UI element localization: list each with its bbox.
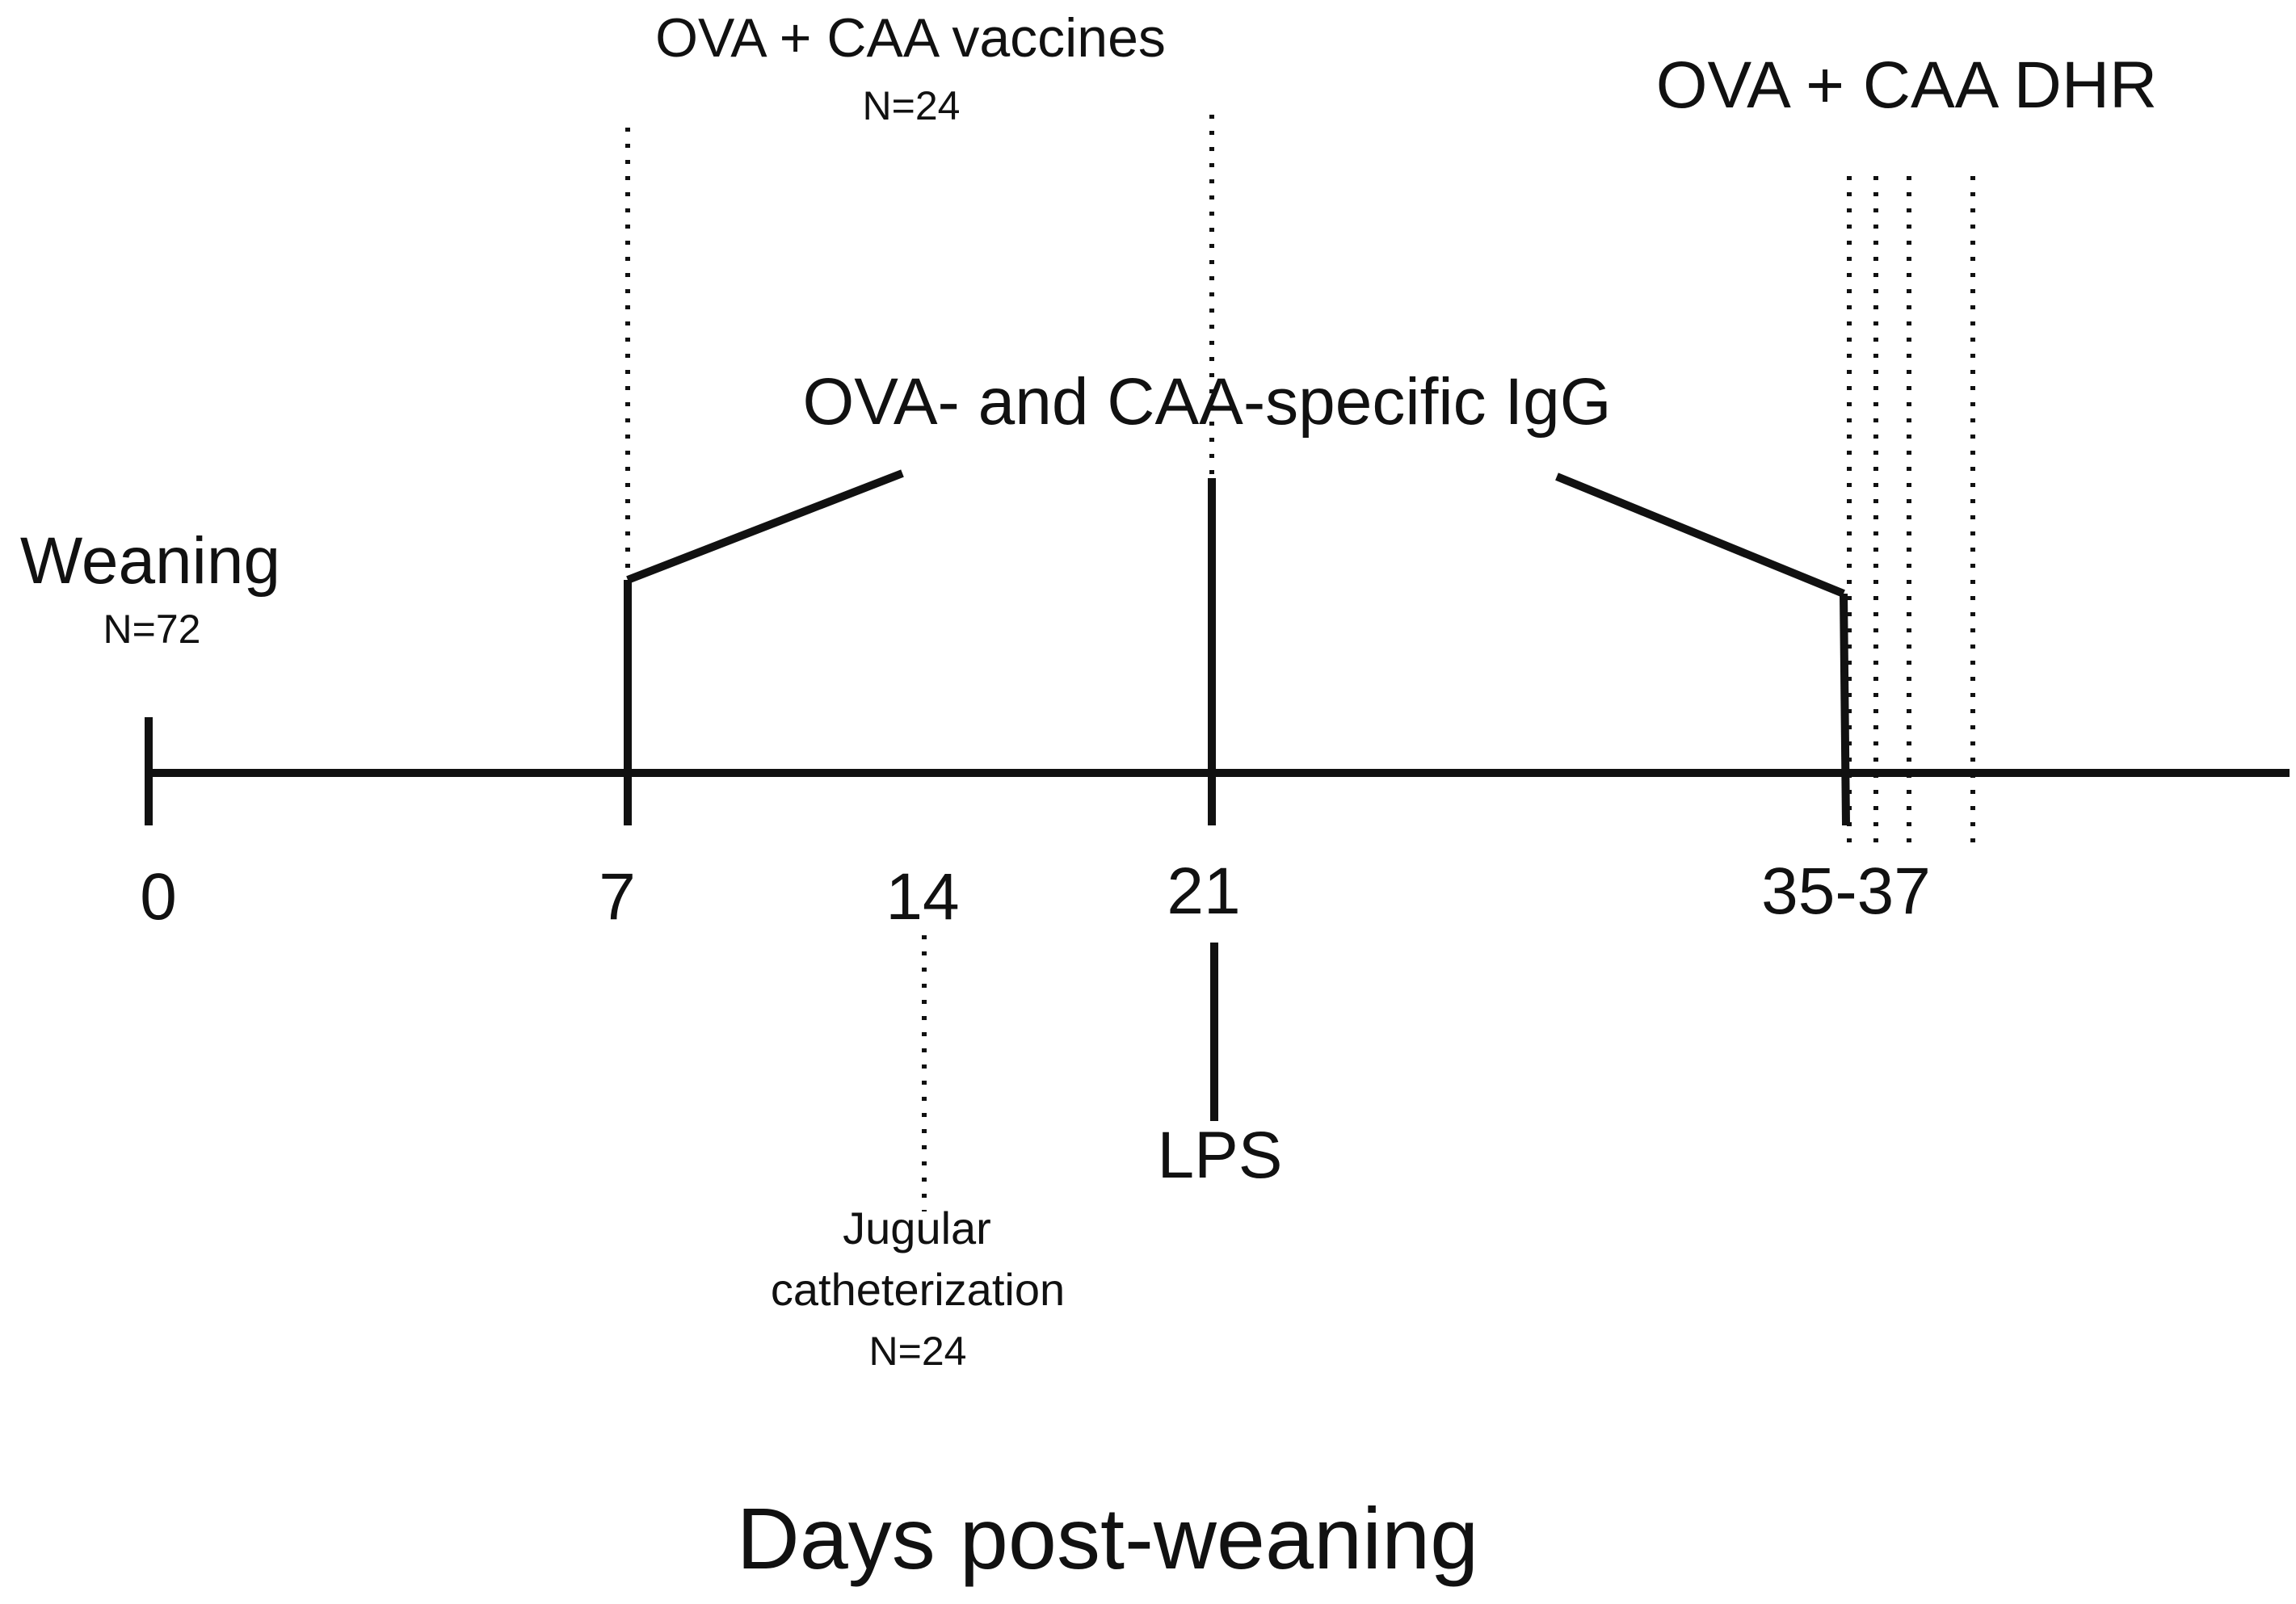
axis-title: Days post-weaning	[737, 1489, 1478, 1587]
tick-label-21: 21	[1167, 854, 1240, 928]
vaccines-n-label: N=24	[863, 83, 961, 128]
tick-label-35-37: 35-37	[1761, 854, 1931, 928]
igg-rise-line	[626, 469, 904, 584]
weaning-label: Weaning	[20, 524, 280, 598]
lps-label: LPS	[1158, 1119, 1283, 1192]
igg-label: OVA- and CAA-specific IgG	[802, 365, 1611, 439]
weaning-n-label: N=72	[103, 607, 201, 652]
catheterization-label-line1: Jugular	[843, 1203, 991, 1253]
igg-fall-line	[1555, 472, 1845, 598]
tick-label-0: 0	[140, 860, 177, 934]
vaccines-label: OVA + CAA vaccines	[655, 7, 1166, 69]
catheterization-n-label: N=24	[869, 1329, 967, 1374]
tick-label-14: 14	[885, 860, 959, 934]
tick-day-35	[1840, 593, 1850, 826]
tick-label-7: 7	[599, 860, 636, 934]
catheterization-label-line2: catheterization	[771, 1264, 1065, 1315]
dhr-label: OVA + CAA DHR	[1656, 48, 2158, 122]
